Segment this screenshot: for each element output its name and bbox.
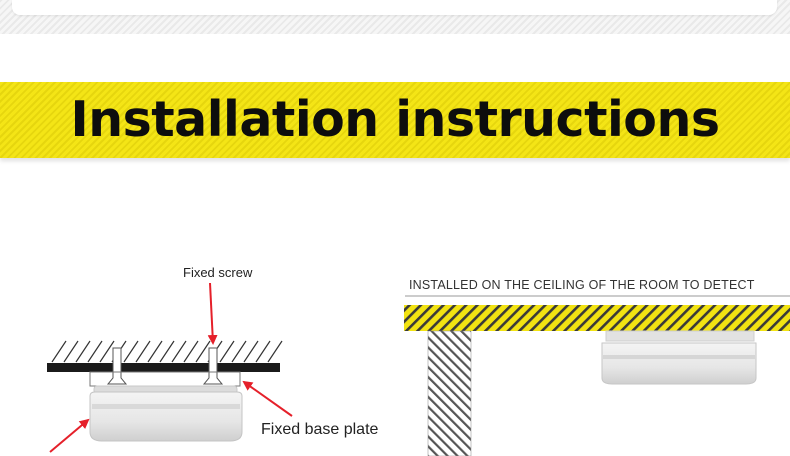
screw-left [106,347,128,385]
ceiling-installation-caption: INSTALLED ON THE CEILING OF THE ROOM TO … [409,278,755,292]
base-plate-arrow [242,380,293,417]
screw-right [202,347,224,385]
fixed-base-plate-label: Fixed base plate [261,421,379,438]
left-ceiling-diagram [47,282,293,453]
fixed-screw-label: Fixed screw [183,265,253,280]
wall-column [427,330,472,456]
left-smoke-detector [89,385,243,442]
ceiling-slab [47,363,280,372]
top-card-edge [12,0,777,15]
yellow-ceiling-slab [404,305,790,331]
screw-arrow [207,282,218,345]
detector-arrow [49,418,90,453]
ceiling-hatch-lines [51,340,283,363]
banner-title: Installation instructions [70,91,720,148]
title-banner: Installation instructions [0,82,790,158]
right-ceiling-diagram [404,295,790,456]
right-smoke-detector [601,330,757,385]
